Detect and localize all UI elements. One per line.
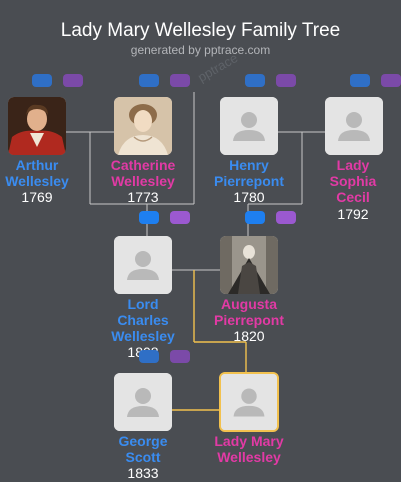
mother-link-button[interactable] (63, 74, 83, 87)
page-title: Lady Mary Wellesley Family Tree (60, 20, 341, 41)
person-card-mary-wellesley[interactable] (219, 372, 279, 432)
mother-link-button[interactable] (170, 211, 190, 224)
page-subtitle: generated by pptrace.com (130, 43, 271, 57)
mother-link-button[interactable] (276, 211, 296, 224)
person-year-henry-pierrepont: 1780 (233, 189, 265, 205)
person-card-sophia-cecil[interactable] (325, 97, 383, 155)
person-card-catherine-wellesley[interactable] (114, 97, 172, 155)
placeholder-avatar-icon (220, 97, 278, 155)
person-year-arthur-wellesley: 1769 (21, 189, 53, 205)
placeholder-avatar-icon (114, 236, 172, 294)
person-year-augusta-pierrepont: 1820 (233, 328, 265, 344)
father-link-button[interactable] (245, 211, 265, 224)
person-card-augusta-pierrepont[interactable] (220, 236, 278, 294)
father-link-button[interactable] (245, 74, 265, 87)
placeholder-avatar-icon (325, 97, 383, 155)
mother-link-button[interactable] (170, 350, 190, 363)
father-link-button[interactable] (139, 211, 159, 224)
father-link-button[interactable] (139, 350, 159, 363)
person-card-charles-wellesley[interactable] (114, 236, 172, 294)
person-year-sophia-cecil: 1792 (337, 206, 369, 222)
portrait-photo (8, 97, 66, 155)
portrait-photo (114, 97, 172, 155)
person-year-catherine-wellesley: 1773 (127, 189, 159, 205)
placeholder-avatar-icon (114, 373, 172, 431)
person-card-arthur-wellesley[interactable] (8, 97, 66, 155)
person-card-henry-pierrepont[interactable] (220, 97, 278, 155)
person-card-george-scott[interactable] (114, 373, 172, 431)
father-link-button[interactable] (32, 74, 52, 87)
father-link-button[interactable] (139, 74, 159, 87)
mother-link-button[interactable] (381, 74, 401, 87)
portrait-photo (220, 236, 278, 294)
placeholder-avatar-icon (221, 374, 277, 430)
person-year-george-scott: 1833 (127, 465, 159, 481)
father-link-button[interactable] (350, 74, 370, 87)
mother-link-button[interactable] (276, 74, 296, 87)
mother-link-button[interactable] (170, 74, 190, 87)
